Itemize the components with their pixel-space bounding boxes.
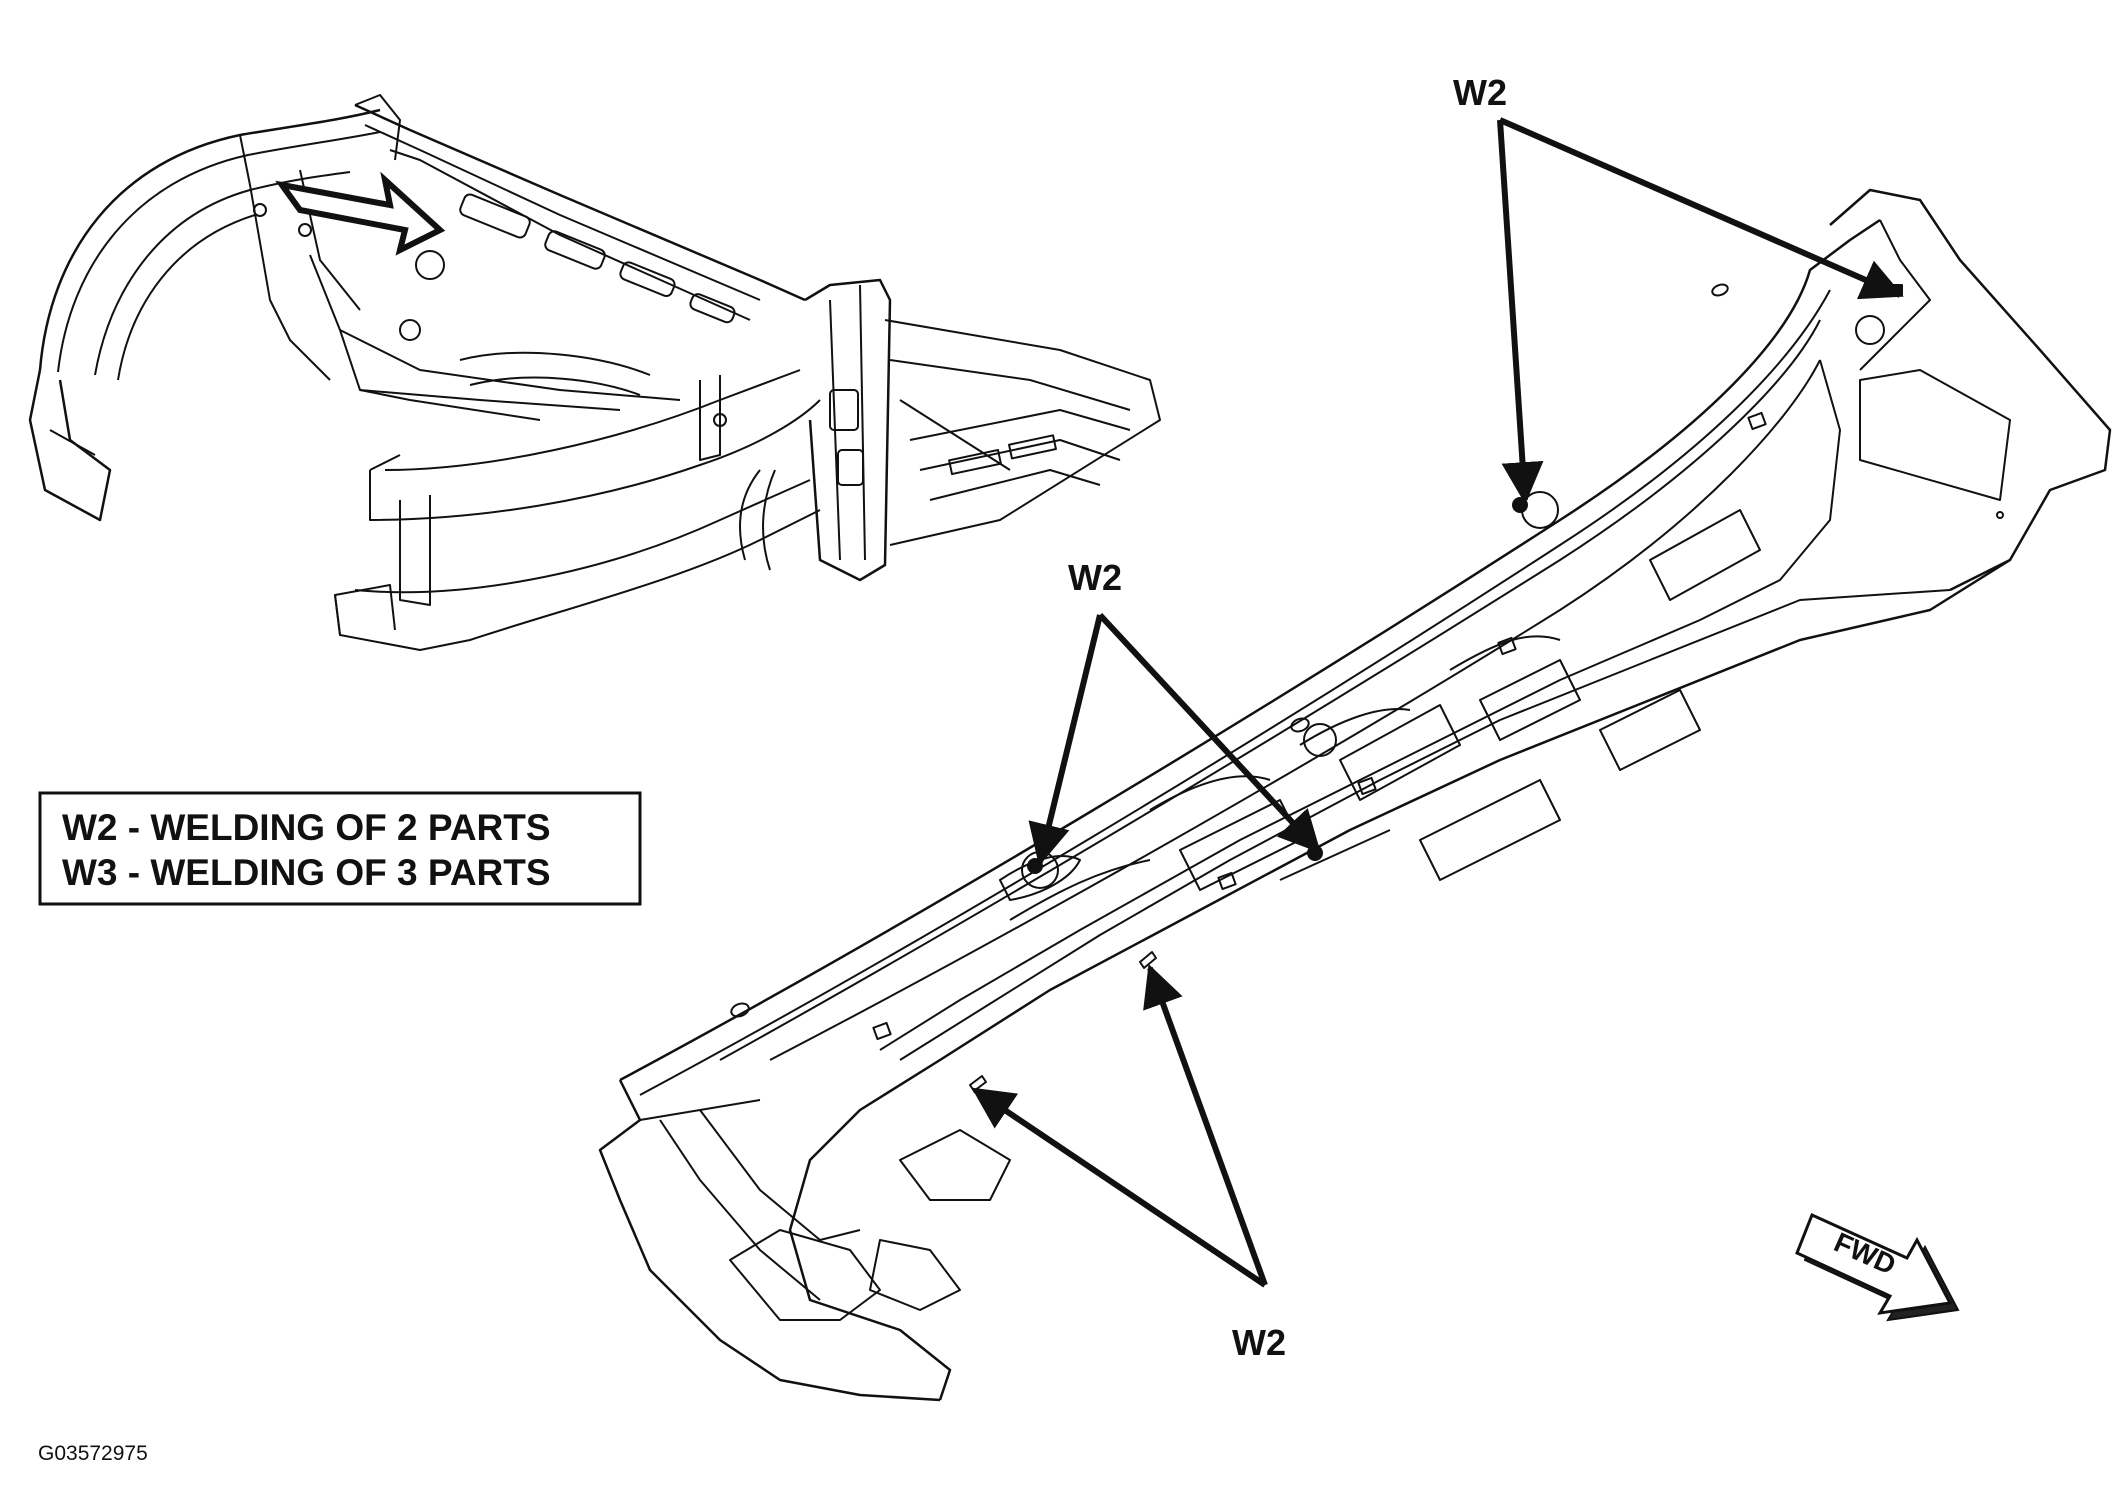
legend-line-w3: W3 - WELDING OF 3 PARTS xyxy=(62,852,551,893)
cowl-panel-illustration xyxy=(598,188,2112,1402)
fwd-arrow-icon xyxy=(1795,1212,1953,1315)
callout-label-top: W2 xyxy=(1453,72,1507,113)
callout-leader-lines xyxy=(971,117,1904,1288)
vehicle-overview-illustration xyxy=(28,94,1161,651)
legend-line-w2: W2 - WELDING OF 2 PARTS xyxy=(62,807,551,848)
callout-label-middle: W2 xyxy=(1068,557,1122,598)
forward-direction-indicator: FWD xyxy=(1795,1212,1960,1322)
figure-code: G03572975 xyxy=(38,1442,148,1465)
callout-label-bottom: W2 xyxy=(1232,1322,1286,1363)
legend-box: W2 - WELDING OF 2 PARTS W3 - WELDING OF … xyxy=(38,791,642,906)
